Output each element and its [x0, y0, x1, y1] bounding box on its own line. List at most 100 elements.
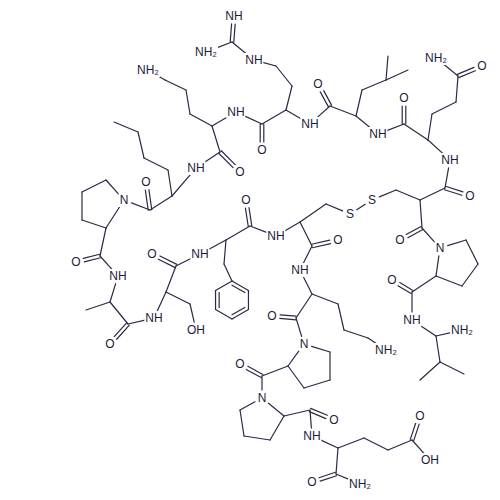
bond-line	[190, 304, 194, 322]
bond-line	[246, 369, 261, 377]
bond-line	[82, 180, 106, 192]
bond-line	[312, 240, 330, 244]
bond-line	[436, 336, 440, 362]
bond-line	[166, 266, 176, 292]
bond-line	[420, 188, 445, 200]
bond-line	[157, 292, 166, 311]
bond-line	[405, 106, 406, 124]
bond-line	[320, 92, 328, 107]
bond-line	[312, 244, 330, 248]
bond-line	[244, 436, 270, 440]
bond-line	[262, 62, 276, 66]
bond-line	[336, 448, 338, 474]
atom-label: O	[414, 409, 425, 423]
bond-line	[400, 283, 413, 291]
atom-label: NH	[440, 153, 459, 167]
atom-label: NH₂	[424, 51, 448, 65]
bond-line	[357, 204, 366, 209]
bond-line	[190, 114, 212, 126]
atom-label: NH₂	[194, 45, 218, 59]
atom-label: NH	[224, 9, 243, 23]
bond-line	[338, 304, 344, 330]
atom-label: NH	[244, 53, 263, 67]
bond-line	[446, 186, 463, 192]
atom-label: NH	[300, 117, 319, 131]
bond-line	[207, 240, 226, 250]
bond-line	[158, 259, 175, 267]
atom-label: N	[119, 193, 130, 207]
bond-line	[296, 318, 302, 336]
atom-label: O	[394, 233, 405, 247]
bond-line	[448, 240, 466, 246]
bond-line	[356, 90, 362, 116]
bond-line	[138, 132, 144, 158]
atom-label: NH	[368, 127, 387, 141]
bond-line	[344, 330, 368, 338]
bond-line	[219, 293, 220, 308]
bond-line	[406, 226, 421, 234]
bond-line	[286, 86, 292, 110]
bond-line	[364, 438, 388, 450]
atom-label: S	[367, 193, 377, 207]
bond-line	[270, 416, 284, 440]
bond-line	[82, 220, 106, 228]
atom-label: O	[312, 77, 323, 91]
bond-line	[224, 264, 232, 281]
bond-line	[428, 114, 432, 140]
bond-line	[216, 310, 232, 320]
atom-label: NH	[290, 263, 309, 277]
bond-line	[263, 124, 264, 142]
bond-line	[226, 226, 250, 240]
bond-line	[81, 192, 82, 220]
bond-line	[362, 80, 386, 90]
bond-line	[385, 124, 404, 131]
bond-line	[234, 24, 235, 42]
atom-label: NH₂	[136, 63, 160, 77]
atom-label: NH	[190, 247, 209, 261]
bond-line	[402, 106, 403, 124]
bond-line	[284, 410, 310, 416]
bond-line	[260, 124, 261, 142]
bond-line	[232, 285, 245, 292]
bond-line	[186, 90, 190, 114]
bond-line	[309, 412, 326, 419]
atom-label: O	[332, 233, 343, 247]
bond-line	[445, 168, 449, 188]
atom-label: NH	[402, 313, 421, 327]
bond-line	[310, 410, 311, 428]
atom-label: NH₂	[374, 343, 398, 357]
bond-line	[114, 122, 138, 132]
bond-line	[288, 350, 299, 366]
bond-line	[86, 302, 110, 310]
atom-label: N	[257, 391, 268, 405]
atom-label: O	[104, 337, 115, 351]
atom-label: O	[386, 273, 397, 287]
bond-line	[168, 170, 172, 196]
atom-label: O	[234, 165, 245, 179]
atom-label: OH	[186, 323, 206, 337]
atom-label: NH	[302, 429, 321, 443]
bond-line	[312, 294, 338, 304]
bond-line	[84, 258, 100, 262]
bond-line	[300, 204, 326, 222]
bond-line	[304, 380, 330, 388]
bond-line	[268, 403, 284, 416]
bond-line	[330, 106, 356, 116]
bond-line	[131, 203, 150, 210]
bond-line	[323, 90, 331, 105]
bond-line	[288, 366, 304, 388]
bond-line	[379, 190, 396, 197]
bond-line	[261, 376, 262, 390]
atom-label: O	[234, 357, 245, 371]
bond-line	[320, 476, 336, 481]
bond-line	[248, 291, 249, 310]
bond-line	[296, 294, 312, 318]
bond-line	[160, 256, 177, 264]
bond-line	[262, 110, 286, 124]
atom-label: O	[398, 91, 409, 105]
bond-line	[329, 352, 330, 380]
bond-line	[240, 410, 244, 436]
bond-line	[396, 190, 420, 200]
bond-line	[386, 70, 408, 80]
